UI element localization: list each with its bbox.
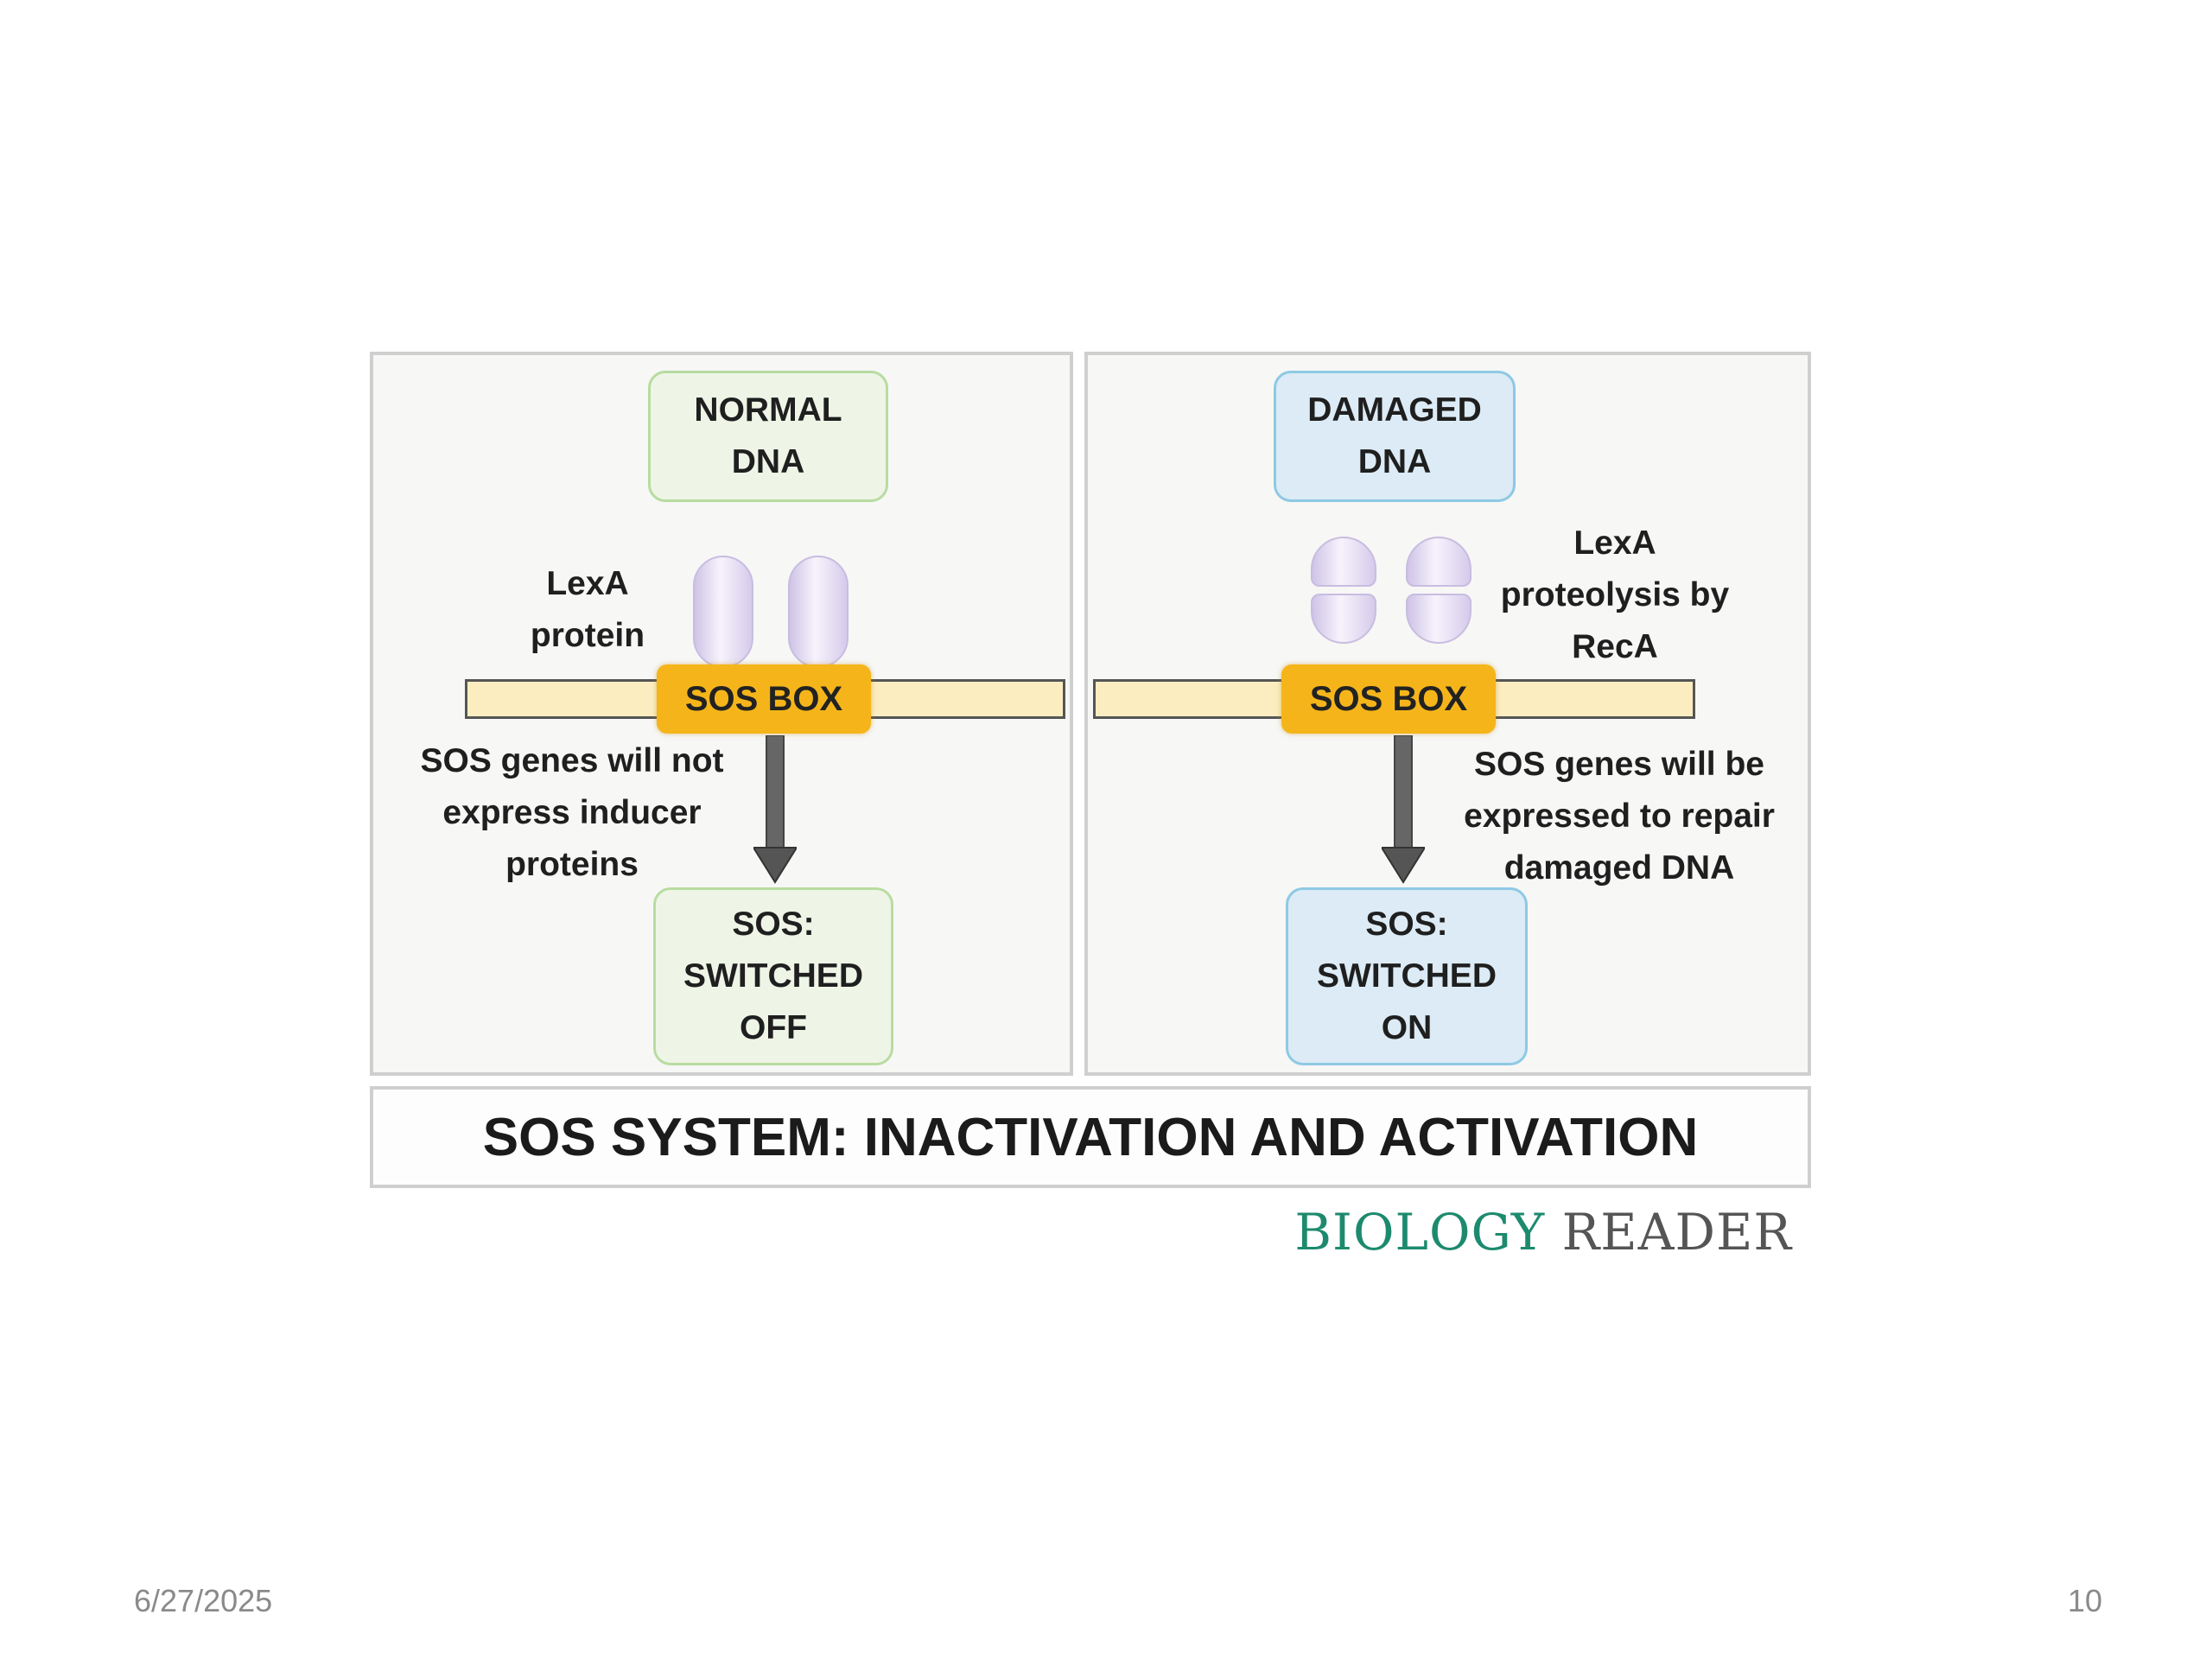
- sos-on-caption: SOS genes will be expressed to repair da…: [1464, 746, 1775, 887]
- normal-dna-box: NORMAL DNA: [648, 371, 888, 502]
- lexa-fragment-3: [1406, 537, 1471, 587]
- sos-system-figure: NORMAL DNA LexA protein SOS BOX SOS gene…: [370, 352, 1811, 1268]
- damaged-dna-box: DAMAGED DNA: [1274, 371, 1516, 502]
- lexa-protein-left: [693, 556, 753, 668]
- brand-logo: BIOLOGY READER: [1294, 1203, 1792, 1262]
- sos-switched-off-label: SOS: SWITCHED OFF: [683, 906, 863, 1046]
- sos-box: SOS BOX: [657, 664, 871, 734]
- brand-part2: READER: [1561, 1203, 1792, 1262]
- slide-number: 10: [2068, 1583, 2103, 1618]
- lexa-fragment-4: [1406, 594, 1471, 644]
- lexa-proteolysis-label: LexA proteolysis by RecA: [1500, 524, 1730, 665]
- down-arrow: [1382, 735, 1425, 884]
- lexa-protein-label: LexA protein: [530, 565, 645, 654]
- sos-switched-off-box: SOS: SWITCHED OFF: [653, 887, 893, 1065]
- damaged-dna-label: DAMAGED DNA: [1307, 391, 1482, 480]
- activation-panel: DAMAGED DNA LexA proteolysis by RecA SOS…: [1084, 352, 1811, 1076]
- lexa-protein-right: [788, 556, 849, 668]
- lexa-fragment-2: [1311, 594, 1376, 644]
- inactivation-panel: NORMAL DNA LexA protein SOS BOX SOS gene…: [370, 352, 1073, 1076]
- sos-switched-on-box: SOS: SWITCHED ON: [1286, 887, 1528, 1065]
- sos-box: SOS BOX: [1281, 664, 1496, 734]
- sos-switched-on-label: SOS: SWITCHED ON: [1317, 906, 1497, 1046]
- down-arrow: [753, 735, 797, 884]
- figure-title: SOS SYSTEM: INACTIVATION AND ACTIVATION: [370, 1086, 1811, 1188]
- sos-off-caption: SOS genes will not express inducer prote…: [420, 742, 724, 883]
- lexa-fragment-1: [1311, 537, 1376, 587]
- normal-dna-label: NORMAL DNA: [694, 391, 842, 480]
- slide-date: 6/27/2025: [134, 1583, 273, 1618]
- brand-part1: BIOLOGY: [1294, 1203, 1546, 1262]
